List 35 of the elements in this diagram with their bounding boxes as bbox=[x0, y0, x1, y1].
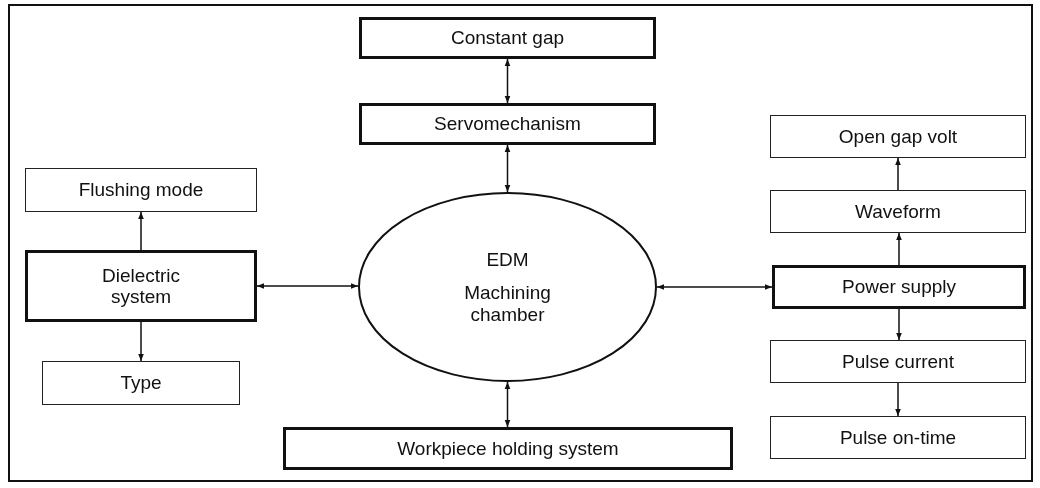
arrow bbox=[656, 284, 773, 290]
arrow bbox=[504, 381, 511, 428]
node-label: Constant gap bbox=[451, 27, 564, 49]
arrow bbox=[138, 321, 144, 362]
node-label: Open gap volt bbox=[838, 125, 958, 148]
process-box bbox=[770, 340, 1026, 383]
arrow bbox=[896, 232, 902, 266]
process-box bbox=[770, 416, 1026, 459]
process-box bbox=[283, 427, 733, 470]
process-box bbox=[25, 250, 257, 322]
node-label: Pulse current bbox=[842, 350, 954, 373]
arrow bbox=[256, 283, 359, 289]
arrow bbox=[504, 144, 511, 193]
arrow bbox=[896, 308, 902, 341]
node-label: Type bbox=[120, 372, 162, 394]
process-box bbox=[770, 115, 1026, 158]
node-label: Machining chamber bbox=[463, 282, 552, 325]
arrow bbox=[895, 382, 901, 417]
arrow bbox=[504, 58, 511, 104]
process-box bbox=[772, 265, 1026, 309]
node-label: Power supply bbox=[841, 276, 957, 298]
process-box bbox=[359, 17, 656, 59]
arrow bbox=[895, 157, 901, 191]
process-box bbox=[359, 103, 656, 145]
node-label: Waveform bbox=[855, 200, 941, 223]
node-label: Flushing mode bbox=[78, 179, 204, 201]
node-label: Workpiece holding system bbox=[397, 437, 619, 460]
node-label: EDM bbox=[486, 249, 529, 271]
process-box bbox=[770, 190, 1026, 233]
node-label: Pulse on-time bbox=[839, 426, 957, 449]
process-box bbox=[25, 168, 257, 212]
node-label: Servomechanism bbox=[434, 113, 581, 135]
node-label: Dielectric system bbox=[100, 264, 182, 308]
arrow bbox=[138, 211, 144, 251]
process-box bbox=[42, 361, 240, 405]
